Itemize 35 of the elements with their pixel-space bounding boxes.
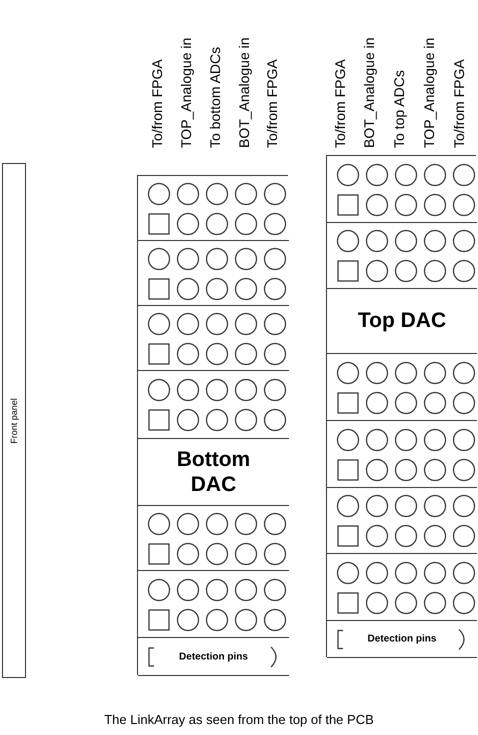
pin-column-label: TOP_Analogue in (178, 38, 194, 148)
dac-label: Bottom DAC (176, 446, 252, 498)
pin-header (138, 176, 289, 241)
pin-column-label: BOT_Analogue in (361, 37, 377, 148)
link-array-board (326, 155, 476, 657)
dac-label: Top DAC (358, 308, 446, 334)
pin-header (138, 306, 289, 371)
detection-label: Detection pins (179, 651, 248, 662)
caption: The LinkArray as seen from the top of the PCB (103, 712, 375, 727)
pin-header (327, 354, 477, 421)
pin-header (327, 488, 477, 554)
pin-column-label: To/from FPGA (264, 59, 280, 148)
detection-strip (138, 638, 289, 676)
pin-header (327, 223, 477, 289)
pin-header (138, 241, 289, 306)
detection-label: Detection pins (368, 634, 436, 644)
pin-header (327, 421, 477, 488)
pin-column-label: To/from FPGA (149, 59, 165, 148)
pin-column-label: To top ADCs (391, 70, 407, 148)
pin-column-label: To bottom ADCs (207, 46, 223, 148)
link-array-board (137, 175, 288, 675)
pin-column-label: BOT_Analogue in (236, 37, 252, 148)
pin-column-label: TOP_Analogue in (421, 38, 437, 148)
pin-header (327, 156, 477, 223)
dac-section (138, 439, 289, 506)
dac-section (327, 289, 477, 354)
pin-header (327, 554, 477, 621)
pin-header (138, 506, 289, 571)
detection-strip (327, 621, 477, 658)
pin-column-label: To/from FPGA (451, 59, 467, 148)
front-panel-bar (2, 163, 26, 678)
pin-column-label: To/from FPGA (332, 59, 348, 148)
pin-header (138, 571, 289, 638)
pin-header (138, 371, 289, 439)
panel-label: Front panel (9, 398, 19, 444)
